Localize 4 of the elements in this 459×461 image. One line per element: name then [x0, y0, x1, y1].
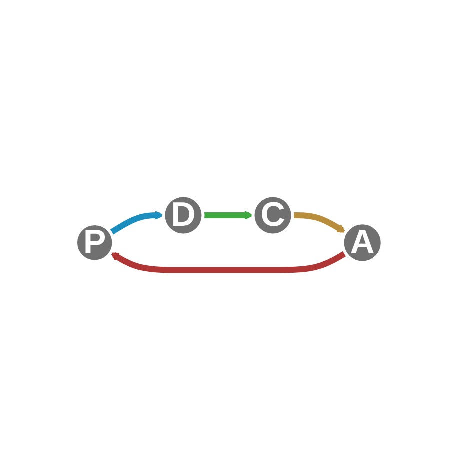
arrow [110, 251, 348, 274]
arrow [293, 212, 346, 234]
arrow [110, 211, 164, 236]
arrow [204, 211, 254, 220]
